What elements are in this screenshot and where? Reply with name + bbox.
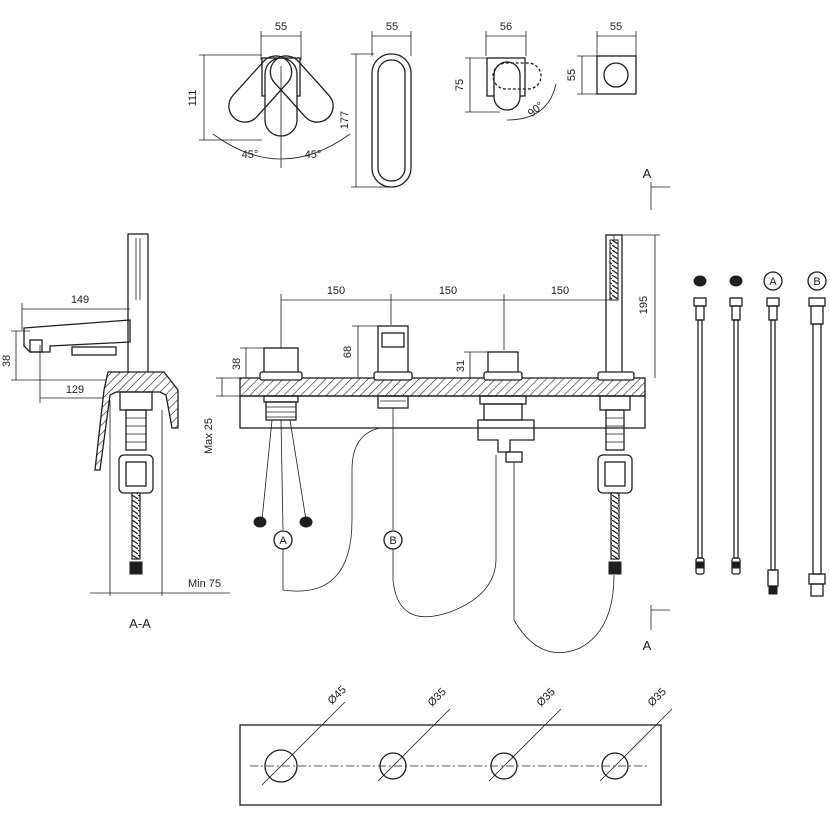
spout-height-front: 68 <box>342 346 354 358</box>
lever-height-label: 111 <box>187 90 199 107</box>
min-depth-label: Min 75 <box>188 578 221 590</box>
hole-plan: Ø45 Ø35 Ø35 Ø35 <box>239 684 673 806</box>
knob-height-label: 55 <box>566 69 578 81</box>
lever-height-front: 38 <box>231 358 243 370</box>
spout-height-label: 177 <box>339 111 351 129</box>
hose-set: A B <box>693 271 827 597</box>
hose-a-label: A <box>769 276 777 288</box>
deck-max-label: Max 25 <box>203 418 215 454</box>
handshower-height-label: 195 <box>638 296 650 314</box>
section-mark-top: A <box>643 166 652 181</box>
lever-angle-left: 45° <box>242 149 259 161</box>
lever-angle-right: 45° <box>305 149 322 161</box>
front-view: 150 150 150 195 38 68 31 Max 25 <box>203 166 670 654</box>
hole-3-label: Ø35 <box>535 686 558 709</box>
lever-width-label: 55 <box>275 21 287 33</box>
side-height-label: 38 <box>1 355 13 367</box>
section-aa-view: 149 38 129 Min 75 A-A <box>1 233 230 631</box>
spout-width-label: 55 <box>386 21 398 33</box>
spacing-3-label: 150 <box>551 285 569 297</box>
diverter-height-front: 31 <box>455 360 467 372</box>
lever-connection-a: A <box>279 535 287 547</box>
hole-4-label: Ø35 <box>646 686 669 709</box>
section-caption: A-A <box>129 616 151 631</box>
hole-1-label: Ø45 <box>326 684 349 707</box>
spout-top-view: 55 177 <box>339 21 412 188</box>
hole-2-label: Ø35 <box>426 686 449 709</box>
knob-top-view: 55 55 <box>566 21 637 95</box>
spout-projection-label: 129 <box>66 384 84 396</box>
spout-connection-b: B <box>389 535 396 547</box>
diverter-height-label: 75 <box>454 79 466 91</box>
knob-width-label: 55 <box>610 21 622 33</box>
lever-top-view: 55 111 45° 45° <box>187 21 351 168</box>
spacing-1-label: 150 <box>327 285 345 297</box>
spout-reach-label: 149 <box>71 294 89 306</box>
section-mark-bottom: A <box>643 638 652 653</box>
spacing-2-label: 150 <box>439 285 457 297</box>
diverter-width-label: 56 <box>500 21 512 33</box>
diverter-top-view: 56 75 90° <box>454 21 557 121</box>
hose-b-label: B <box>813 276 820 288</box>
